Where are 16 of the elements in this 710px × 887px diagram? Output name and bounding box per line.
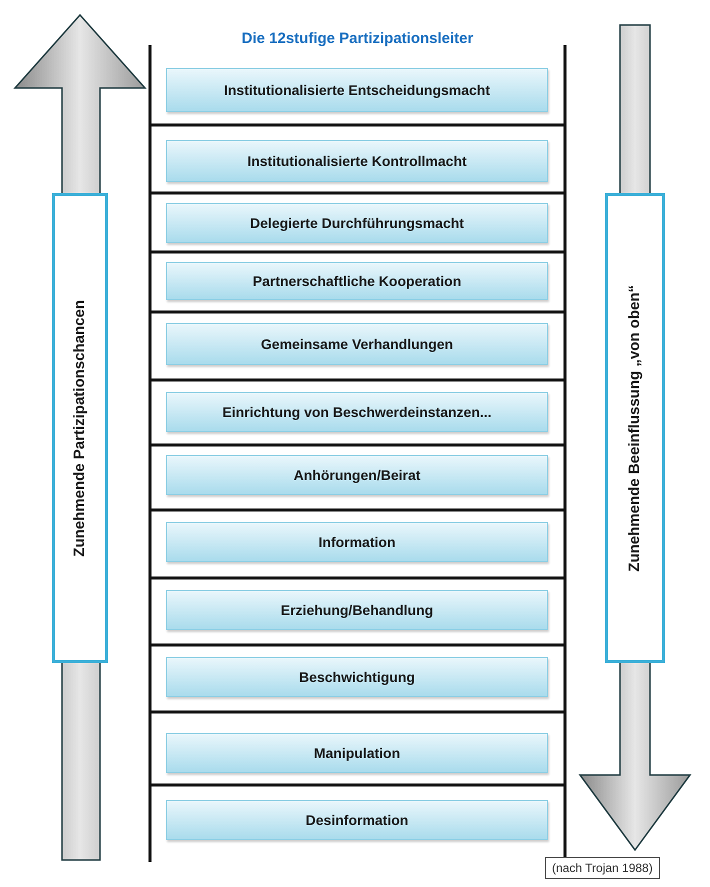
ladder-step-box: Manipulation [166,733,548,773]
ladder-step-box: Institutionalisierte Entscheidungsmacht [166,68,548,112]
ladder-step-box: Gemeinsame Verhandlungen [166,323,548,365]
ladder-step-box: Information [166,522,548,562]
label-box: Zunehmende Partizipationschancen [52,193,108,663]
ladder-step-box: Delegierte Durchführungsmacht [166,203,548,243]
source-note: (nach Trojan 1988) [545,857,660,879]
ladder-step-box: Einrichtung von Beschwerdeinstanzen... [166,392,548,432]
label-box: Zunehmende Beeinflussung „von oben“ [605,193,665,663]
ladder-step-box: Beschwichtigung [166,657,548,697]
ladder-step-box: Partnerschaftliche Kooperation [166,262,548,300]
ladder-step-box: Institutionalisierte Kontrollmacht [166,140,548,182]
ladder-step-box: Erziehung/Behandlung [166,590,548,630]
ladder-step-box: Anhörungen/Beirat [166,455,548,495]
diagram-title: Die 12stufige Partizipationsleiter [240,29,474,49]
ladder-step-box: Desinformation [166,800,548,840]
